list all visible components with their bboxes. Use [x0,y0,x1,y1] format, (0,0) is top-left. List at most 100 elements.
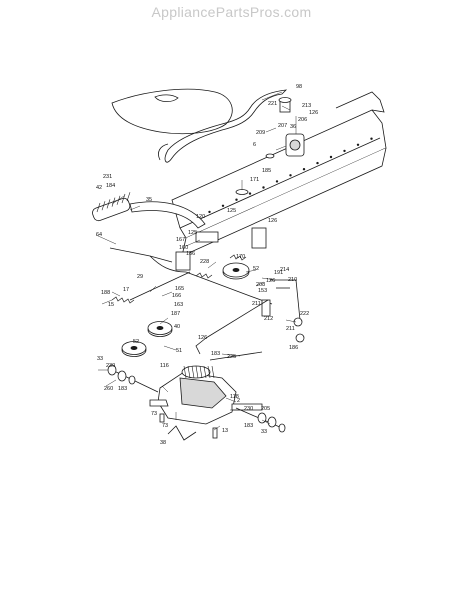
part-number-label: 52 [133,339,139,345]
frame-hole [329,155,333,159]
part-number-label: 230 [244,406,253,412]
part-number-label: 210 [288,277,297,283]
part-number-label: 13 [222,428,228,434]
part-number-label: 116 [160,363,169,369]
drive-belt [158,89,288,163]
frame-hole [248,192,252,195]
part-number-label: 40 [174,324,180,330]
clutch-bracket-cluster [235,97,305,195]
part-number-label: 183 [211,351,220,357]
part-number-label: 183 [244,423,253,429]
part-number-label: 36 [290,124,296,130]
part-number-label: 222 [300,311,309,317]
part-number-label: 186 [186,251,195,257]
part-number-label: 188 [101,290,110,296]
frame-hole [343,149,346,153]
part-number-label: 228 [200,259,209,265]
frame-hole [370,137,373,140]
transaxle-fins [183,365,215,379]
axle-hardware [107,364,286,441]
part-number-label: 225 [227,354,236,360]
part-number-label: 118 [230,394,239,400]
part-number-label: 126 [268,218,277,224]
part-number-label: 260 [104,386,113,392]
part-number-label: 17 [123,287,129,293]
part-number-label: 29 [137,274,143,280]
frame-rail [171,91,387,257]
part-number-label: 35 [146,197,152,203]
pedal-rib [101,201,106,211]
part-number-label: 126 [266,278,275,284]
part-number-label: 33 [97,356,103,362]
transaxle-fin [211,365,215,379]
frame-hole [275,180,279,183]
part-number-label: 211 [252,301,261,307]
part-number-label: 186 [289,345,298,351]
leader-lines [95,91,297,431]
frame-hole [356,143,360,146]
part-number-label: 51 [176,348,182,354]
shift-lever [261,279,305,343]
part-number-label: 187 [171,311,180,317]
part-number-label: 98 [296,84,302,90]
springs [111,254,247,304]
pulleys [121,262,250,357]
part-number-label: 73 [162,423,168,429]
part-number-label: 38 [160,440,166,446]
deck-outline [111,88,233,135]
part-number-label: 153 [258,288,267,294]
part-number-label: 2 [237,398,240,404]
shift-rod [195,299,269,361]
part-number-label: 191 [274,270,283,276]
pedal-rib [96,202,101,213]
part-number-label: 209 [256,130,265,136]
part-number-label: 170 [236,254,245,260]
watermark-text: AppliancePartsPros.com [151,4,312,20]
part-number-label: 160 [179,245,188,251]
pedal-ribs [96,192,131,213]
pedal-rib [106,199,111,209]
part-number-label: 167 [176,237,185,243]
part-number-label: 171 [250,177,259,183]
part-number-label: 230 [106,363,115,369]
part-number-label: 166 [172,293,181,299]
pedal-rib [116,195,121,205]
frame-hole [302,168,306,171]
transaxle-fin [203,365,207,379]
part-number-label: 206 [298,117,307,123]
part-number-label: 125 [227,208,236,214]
frame-hole [221,204,225,207]
part-number-label: 165 [175,286,184,292]
part-number-label: 207 [278,123,287,129]
part-number-label: 213 [302,103,311,109]
part-number-label: 221 [268,101,277,107]
transaxle-fin [199,365,203,379]
part-number-label: 205 [261,406,270,412]
part-number-label: 33 [261,429,267,435]
pedal-rib [121,193,126,204]
foot-pedal [92,197,206,229]
part-number-label: 126 [309,110,318,116]
frame-hole [316,161,319,165]
part-number-label: 211 [286,326,295,332]
part-number-label: 42 [96,185,102,191]
part-number-label: 126 [198,335,207,341]
part-number-label: 185 [262,168,271,174]
frame-hole [235,198,238,201]
frame-hole [289,174,292,177]
part-number-label: 125 [188,230,197,236]
transaxle-fin [195,365,199,379]
transaxle [149,365,263,425]
part-number-label: 6 [253,142,256,148]
pedal-rib [126,192,131,202]
part-number-label: 231 [103,174,112,180]
transaxle-fin [191,365,195,379]
transaxle-fin [183,365,187,379]
part-number-label: 184 [106,183,115,189]
transaxle-fin [187,365,191,379]
part-number-label: 52 [253,266,259,272]
part-number-label: 208 [256,282,265,288]
pedal-rib [111,197,116,207]
